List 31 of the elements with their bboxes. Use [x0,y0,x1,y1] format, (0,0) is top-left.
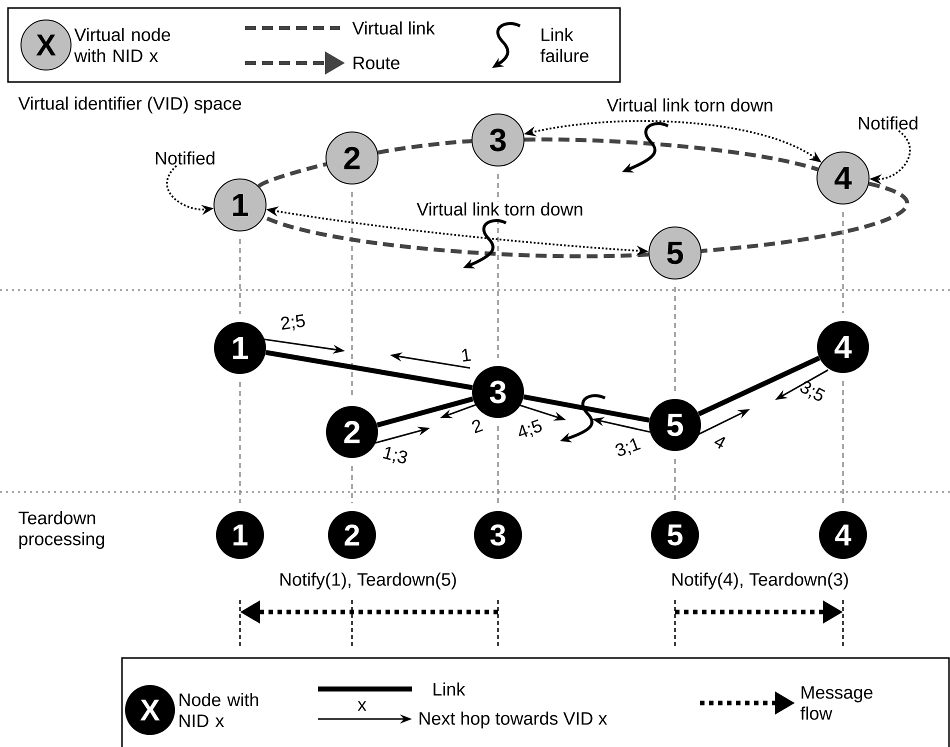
legend-text: Message flow [800,686,872,720]
edge-label: Notify(4), Teardown(3) [672,572,848,590]
next-hop-label: 3;5 [800,381,826,401]
link-line [265,350,473,390]
legend-text: Route [354,56,400,70]
virtual-link [701,182,909,253]
next-hop-label: 2;5 [280,314,305,330]
link-line [698,356,820,416]
next-hop-label: 3;1 [616,438,641,456]
link-line [523,394,650,423]
legend-text: Link [434,682,466,696]
legend-text: Link failure [540,28,588,62]
edge-label: Notify(1), Teardown(5) [280,572,456,590]
virtual-link [524,137,818,172]
link-line [376,396,474,428]
edge-label: Virtual link torn down [416,202,582,216]
virtual-link [378,139,472,155]
legend-text: Virtual node with NID x [74,28,170,62]
legend-text: Next hop towards VID x [420,712,608,728]
legend-text: Virtual link [352,21,435,35]
edge-label: Virtual link torn down [606,98,772,112]
notified-text: Notified [858,116,918,130]
arrow-label: x [358,701,366,711]
virtual-link [258,162,327,188]
next-hop-label: 4;5 [518,419,542,438]
section-label: Teardown processing [18,511,104,549]
legend-text: Node with NID x [180,692,258,728]
next-hop-label: 1 [462,348,471,362]
section-label: Virtual identifier (VID) space [18,96,242,114]
notified-text: Notified [156,151,214,165]
next-hop-label: 1;3 [382,446,408,464]
